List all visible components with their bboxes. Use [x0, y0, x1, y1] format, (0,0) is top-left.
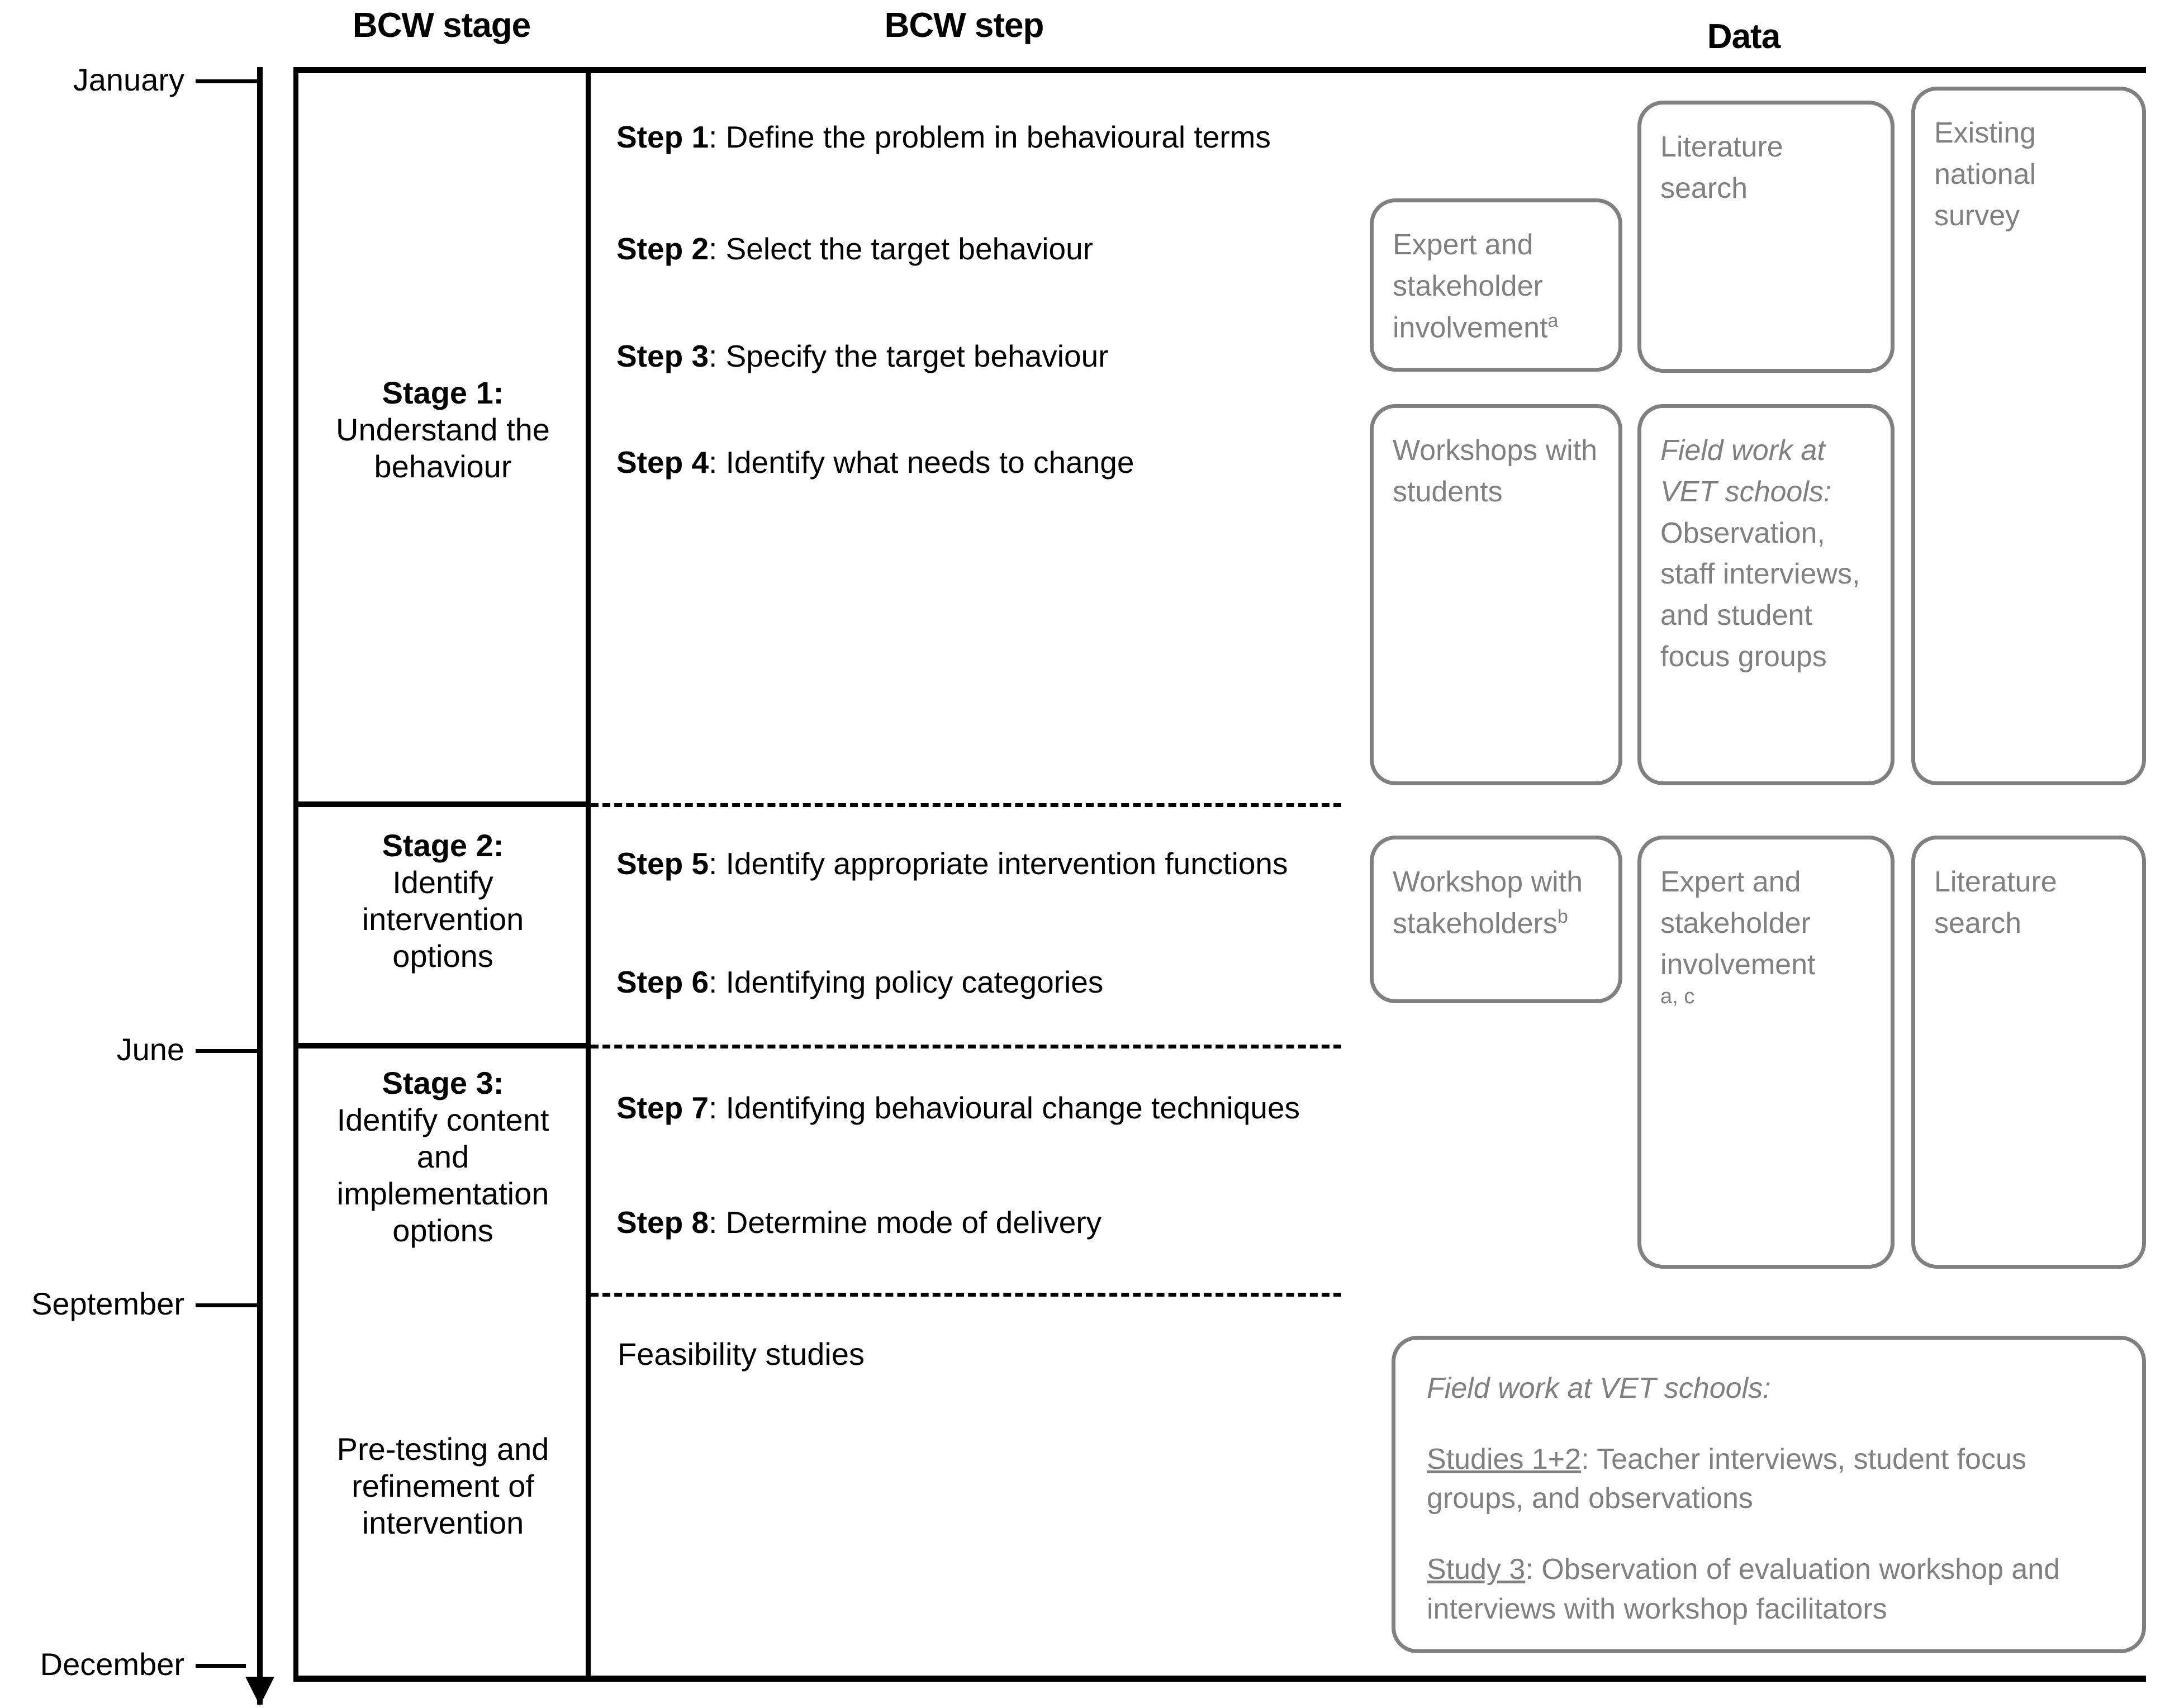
step-row-2: Step 2: Select the target behaviour [616, 234, 1093, 264]
step-row-8: Step 8: Determine mode of delivery [616, 1207, 1102, 1238]
stage-1-title: Stage 1: [382, 375, 504, 410]
stage-cell-2: Stage 2: Identify intervention options [302, 827, 584, 975]
step-5-text: : Identify appropriate intervention func… [709, 846, 1288, 881]
stage-cell-3: Stage 3: Identify content and implementa… [299, 1065, 587, 1249]
stage-2-body-line-2: intervention [362, 902, 524, 937]
study-3-label: Study 3 [1427, 1553, 1526, 1586]
data-box-workshop-with-stakeholders: Workshop with stakeholdersb [1370, 836, 1622, 1003]
study-3-text: : Observation of evaluation workshop and… [1427, 1553, 2060, 1625]
timeline-tick-january [196, 79, 260, 83]
stage1-stage2-divider [293, 801, 591, 807]
expert-stakeholder-2-text: Expert and stakeholder involvement [1660, 866, 1816, 981]
column-header-data: Data [1707, 17, 1781, 56]
stage-cell-1: Stage 1: Understand the behaviour [302, 374, 584, 485]
literature-search-1-text: Literature search [1660, 131, 1783, 205]
table-column-divider [586, 67, 591, 1679]
data-box-workshops-with-students: Workshops with students [1370, 404, 1622, 785]
pretesting-body-line-3: intervention [362, 1505, 524, 1541]
column-header-bcw-step: BCW step [884, 6, 1044, 45]
data-box-expert-stakeholder-2: Expert and stakeholder involvement a, c [1637, 836, 1895, 1269]
expert-stakeholder-1-text: Expert and stakeholder involvement [1393, 229, 1548, 344]
step-3-text: : Specify the target behaviour [709, 339, 1109, 373]
feasibility-studies-label: Feasibility studies [618, 1336, 865, 1372]
stage-3-title: Stage 3: [382, 1065, 504, 1100]
data-box-literature-search-2: Literature search [1911, 836, 2146, 1269]
data-box-field-work-stage1: Field work at VET schools: Observation, … [1637, 404, 1895, 785]
stage-3-body-line-4: options [392, 1213, 493, 1249]
step-6-label: Step 6 [616, 965, 709, 999]
step-1-label: Step 1 [616, 120, 709, 154]
timeline-arrowhead-icon [245, 1677, 274, 1706]
data-box-expert-stakeholder-1: Expert and stakeholder involvementa [1370, 198, 1622, 372]
step-row-5: Step 5: Identify appropriate interventio… [616, 848, 1288, 879]
studies-12-text: : Teacher interviews, student focus grou… [1427, 1443, 2026, 1515]
step-8-text: : Determine mode of delivery [709, 1205, 1102, 1240]
studies-12-label: Studies 1+2 [1427, 1443, 1582, 1475]
table-bottom-rule [293, 1676, 2146, 1682]
field-work-stage1-heading: Field work at VET schools: [1660, 434, 1832, 508]
literature-search-2-text: Literature search [1934, 866, 2057, 940]
timeline-label-december: December [40, 1647, 184, 1682]
stage2-stage3-divider [293, 1043, 591, 1048]
step-row-3: Step 3: Specify the target behaviour [616, 341, 1109, 372]
table-left-border [293, 67, 298, 1679]
stage-2-body-line-3: options [392, 938, 493, 974]
stage-2-title: Stage 2: [382, 828, 504, 863]
step-divider-dashed-2 [591, 1045, 1341, 1048]
pretesting-body-line-1: Pre-testing and [336, 1431, 549, 1467]
step-2-text: : Select the target behaviour [709, 231, 1093, 266]
expert-stakeholder-2-note: a, c [1660, 985, 1695, 1009]
step-row-6: Step 6: Identifying policy categories [616, 967, 1103, 998]
timeline-axis [257, 67, 263, 1705]
step-divider-dashed-3 [591, 1293, 1341, 1297]
step-4-text: : Identify what needs to change [709, 445, 1134, 480]
stage-2-body-line-1: Identify [392, 865, 493, 900]
stage-3-body-line-3: implementation [336, 1176, 549, 1212]
step-3-label: Step 3 [616, 339, 709, 373]
field-work-feasibility-heading: Field work at VET schools: [1427, 1372, 1771, 1405]
timeline-label-january: January [73, 62, 184, 97]
step-1-text: : Define the problem in behavioural term… [709, 120, 1271, 154]
stage-cell-pretesting: Pre-testing and refinement of interventi… [299, 1431, 587, 1541]
pretesting-body-line-2: refinement of [352, 1468, 534, 1504]
step-8-label: Step 8 [616, 1205, 709, 1240]
timeline-tick-december [196, 1664, 246, 1668]
step-row-1: Step 1: Define the problem in behavioura… [616, 122, 1271, 153]
data-box-literature-search-1: Literature search [1637, 101, 1895, 373]
field-work-stage1-text: Observation, staff interviews, and stude… [1660, 516, 1860, 673]
stage-1-body-line-1: Understand the [336, 412, 550, 448]
step-2-label: Step 2 [616, 231, 709, 266]
timeline-tick-june [196, 1049, 260, 1053]
step-7-label: Step 7 [616, 1090, 709, 1125]
step-5-label: Step 5 [616, 846, 709, 881]
step-6-text: : Identifying policy categories [709, 965, 1104, 999]
stage-3-body-line-2: and [416, 1139, 469, 1175]
expert-stakeholder-1-note: a [1547, 310, 1559, 331]
timeline-label-june: June [116, 1032, 184, 1067]
workshops-with-students-text: Workshops with students [1393, 434, 1598, 508]
workshop-with-stakeholders-note: b [1557, 905, 1568, 927]
step-4-label: Step 4 [616, 445, 709, 480]
timeline-label-september: September [31, 1286, 184, 1321]
table-top-rule [293, 67, 2146, 73]
step-row-7: Step 7: Identifying behavioural change t… [616, 1093, 1300, 1123]
timeline-tick-september [196, 1303, 260, 1307]
stage-3-body-line-1: Identify content [336, 1102, 549, 1138]
existing-national-survey-text: Existing national survey [1934, 117, 2036, 232]
step-divider-dashed-1 [591, 803, 1341, 807]
data-box-field-work-feasibility: Field work at VET schools: Studies 1+2: … [1392, 1336, 2146, 1653]
step-row-4: Step 4: Identify what needs to change [616, 447, 1134, 478]
workshop-with-stakeholders-text: Workshop with stakeholders [1393, 866, 1583, 940]
stage-1-body-line-2: behaviour [374, 449, 512, 485]
step-7-text: : Identifying behavioural change techniq… [709, 1090, 1300, 1125]
data-box-existing-national-survey: Existing national survey [1911, 87, 2146, 785]
column-header-bcw-stage: BCW stage [352, 6, 531, 45]
